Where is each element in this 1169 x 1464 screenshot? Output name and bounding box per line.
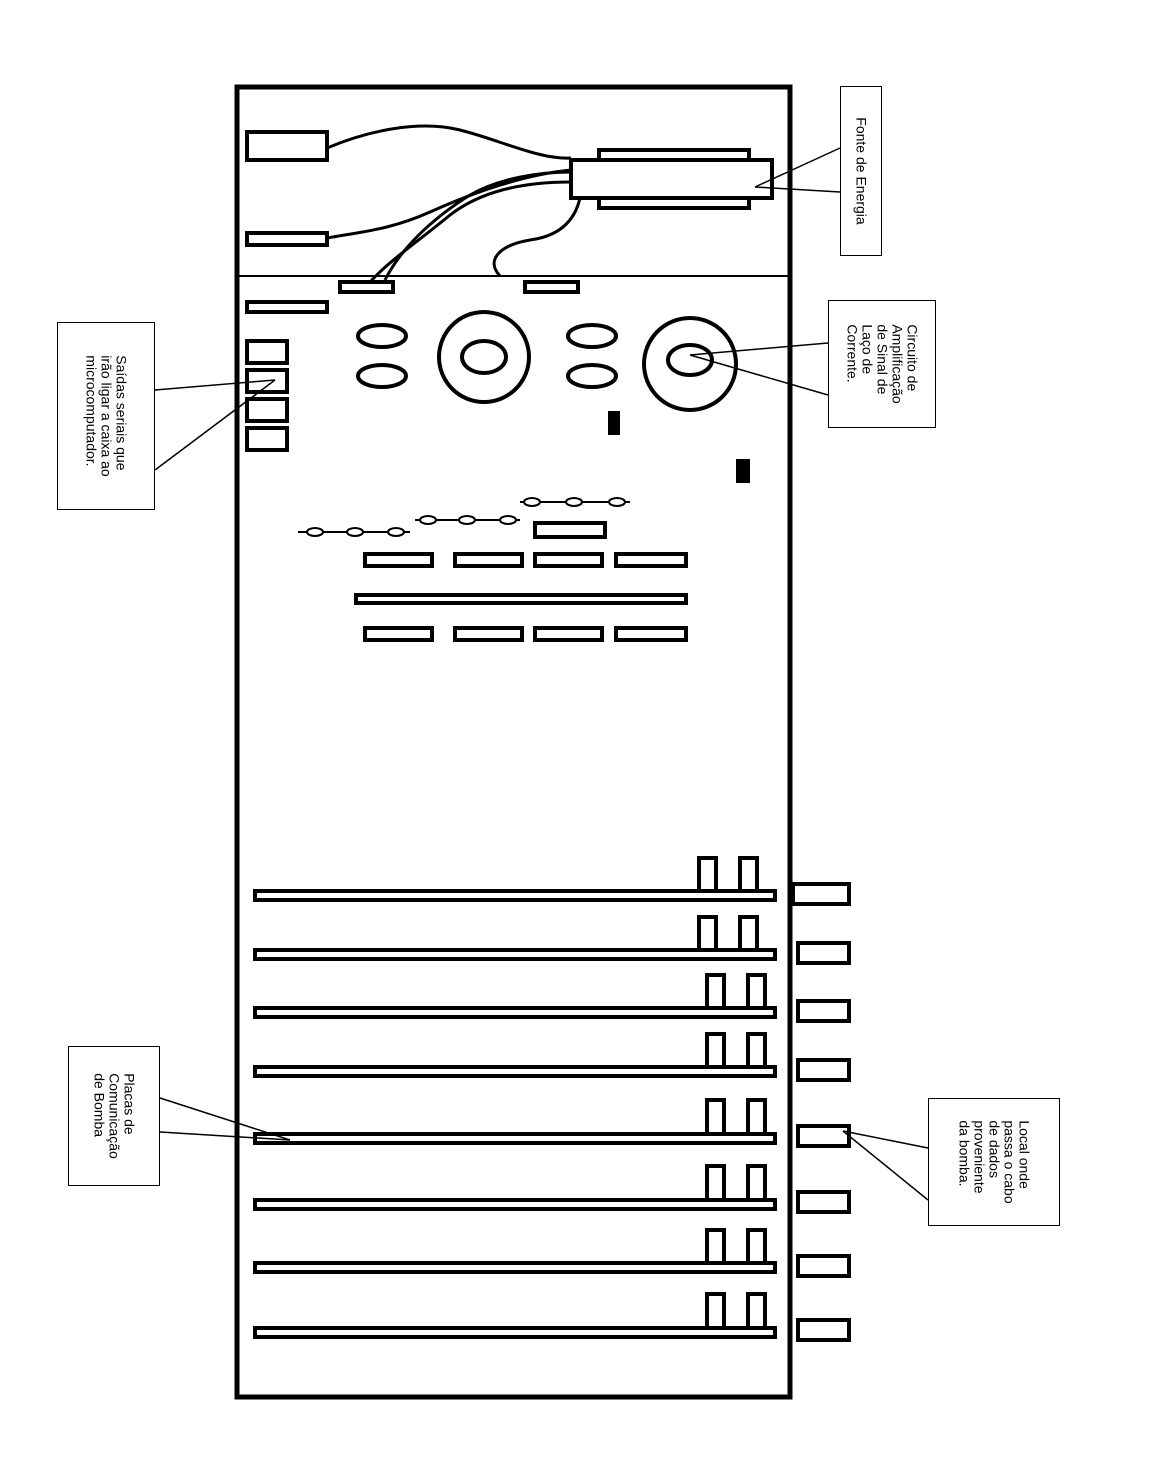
- power-connector-bottom: [597, 196, 751, 210]
- resistors: [298, 497, 630, 537]
- external-port-7: [796, 1254, 851, 1278]
- expansion-board-3: [253, 973, 777, 1019]
- serial-output-3: [245, 397, 289, 423]
- capacitor-1: [356, 323, 408, 349]
- enclosure-outline: [234, 84, 793, 1400]
- socket-a3: [533, 552, 604, 568]
- toroid-2-inner: [666, 343, 714, 377]
- external-port-2: [796, 941, 851, 965]
- socket-a1: [363, 552, 434, 568]
- capacitor-4: [566, 363, 618, 389]
- chip-2: [736, 459, 750, 483]
- toroid-1-inner: [460, 339, 508, 375]
- expansion-board-1: [253, 856, 777, 902]
- socket-a4: [614, 552, 688, 568]
- capacitor-3: [566, 323, 618, 349]
- ic-socket: [533, 521, 607, 539]
- external-port-4: [796, 1058, 851, 1082]
- external-port-3: [796, 999, 851, 1023]
- label-placas-comunicacao: Placas de Comunicação de Bomba: [68, 1046, 160, 1186]
- expansion-board-6: [253, 1164, 777, 1211]
- label-fonte-de-energia: Fonte de Energia: [840, 86, 882, 256]
- power-supply-block: [569, 158, 774, 200]
- label-circuito-amplificacao: Circuito de Amplificação de Sinal de Laç…: [828, 300, 936, 428]
- label-local-cabo-dados: Local onde passa o cabo de dados proveni…: [928, 1098, 1060, 1226]
- header-3: [245, 300, 329, 314]
- expansion-board-2: [253, 915, 777, 961]
- socket-b4: [614, 626, 688, 642]
- drive-connector-1: [245, 130, 329, 162]
- leader-lines: [154, 147, 929, 1201]
- power-cables: [326, 124, 582, 284]
- capacitor-2: [356, 363, 408, 389]
- external-port-8: [796, 1318, 851, 1342]
- external-port-1: [791, 882, 851, 906]
- expansion-board-5: [253, 1098, 777, 1145]
- drive-connector-2: [245, 231, 329, 247]
- serial-output-4: [245, 426, 289, 452]
- serial-output-1: [245, 339, 289, 365]
- socket-b1: [363, 626, 434, 642]
- chip-1: [608, 411, 620, 435]
- label-saidas-seriais: Saídas seriais que irão ligar a caixa ao…: [57, 322, 155, 510]
- socket-b2: [453, 626, 524, 642]
- header-1: [338, 280, 395, 294]
- external-port-5: [796, 1124, 851, 1148]
- socket-b3: [533, 626, 604, 642]
- external-port-6: [796, 1190, 851, 1214]
- expansion-board-8: [253, 1292, 777, 1339]
- socket-a2: [453, 552, 524, 568]
- header-2: [523, 280, 580, 294]
- expansion-board-4: [253, 1032, 777, 1078]
- slot-long: [354, 593, 688, 605]
- expansion-board-7: [253, 1228, 777, 1274]
